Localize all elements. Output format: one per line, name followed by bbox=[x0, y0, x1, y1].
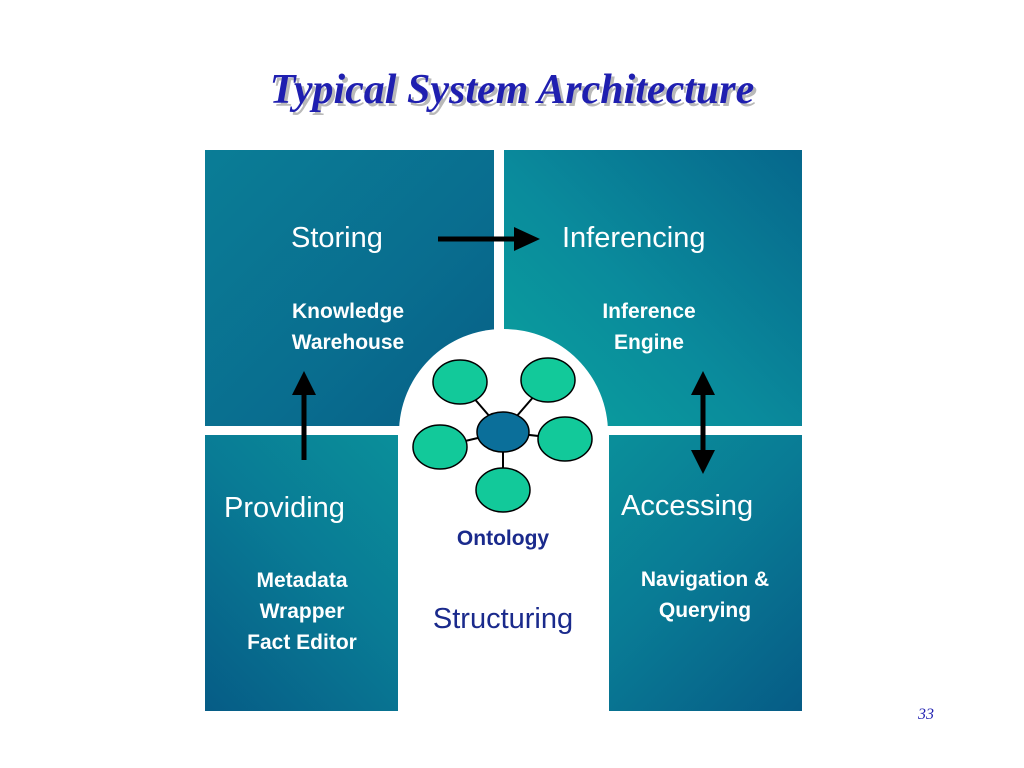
accessing-line: Querying bbox=[658, 599, 752, 622]
page-title: Typical System Architecture bbox=[269, 67, 755, 113]
ontology-node bbox=[520, 357, 576, 403]
structuring-label: Structuring bbox=[432, 603, 574, 635]
accessing-heading: Accessing bbox=[621, 490, 754, 522]
providing-to-storing-arrow bbox=[292, 371, 316, 460]
storing-line: Knowledge bbox=[291, 300, 405, 323]
center-arch bbox=[399, 329, 608, 711]
providing-text: Metadata Wrapper Fact Editor bbox=[247, 565, 357, 658]
page-number: 33 bbox=[918, 706, 934, 723]
providing-heading: Providing bbox=[224, 492, 345, 524]
accessing-text: Navigation & Querying bbox=[641, 564, 769, 626]
storing-text: Knowledge Warehouse bbox=[292, 296, 404, 358]
ontology-node bbox=[412, 424, 468, 470]
accessing-line: Navigation & bbox=[640, 568, 770, 591]
providing-line: Metadata bbox=[256, 569, 348, 592]
inferencing-text: Inference Engine bbox=[602, 296, 695, 358]
quadrant-providing bbox=[205, 435, 398, 711]
ontology-node bbox=[537, 416, 593, 462]
ontology-label: Ontology bbox=[456, 527, 550, 550]
ontology-hub bbox=[476, 411, 530, 453]
providing-line: Fact Editor bbox=[247, 631, 357, 654]
providing-line: Wrapper bbox=[259, 600, 345, 623]
storing-line: Warehouse bbox=[291, 331, 405, 354]
inferencing-heading: Inferencing bbox=[562, 222, 706, 254]
storing-heading: Storing bbox=[291, 222, 383, 254]
quadrant-accessing bbox=[609, 435, 802, 711]
inferencing-line: Engine bbox=[613, 331, 684, 354]
inferencing-line: Inference bbox=[602, 300, 696, 323]
storing-to-inferencing-arrow bbox=[438, 227, 540, 251]
ontology-node bbox=[475, 467, 531, 513]
ontology-node bbox=[432, 359, 488, 405]
inferencing-accessing-arrow bbox=[691, 371, 715, 474]
